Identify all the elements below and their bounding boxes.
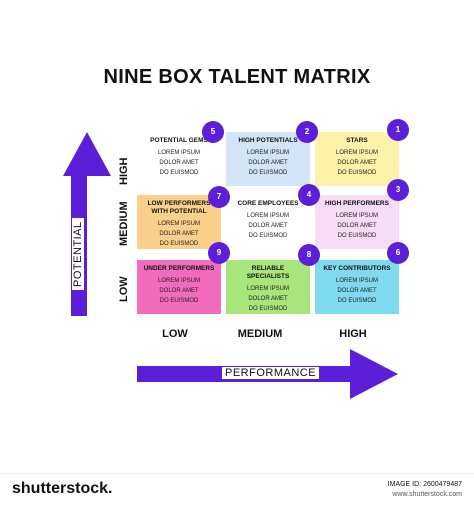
cell-line: DO EUISMOD bbox=[248, 170, 288, 176]
footer-bar: shutterstock. IMAGE ID: 2600479487 www.s… bbox=[0, 473, 474, 505]
cell-line: DO EUISMOD bbox=[337, 298, 377, 304]
cell-reliable-specialists: RELIABLE SPECIALISTS LOREM IPSUM DOLOR A… bbox=[226, 260, 310, 314]
arrow-right-icon bbox=[350, 349, 398, 399]
cell-line: LOREM IPSUM bbox=[246, 213, 289, 219]
cell-core-employees: CORE EMPLOYEES LOREM IPSUM DOLOR AMET DO… bbox=[226, 195, 310, 249]
cell-low-performers-with-potential: LOW PERFORMERS WITH POTENTIAL LOREM IPSU… bbox=[137, 195, 221, 249]
stock-url: www.shutterstock.com bbox=[392, 491, 462, 498]
cell-high-performers: HIGH PERFORMERS LOREM IPSUM DOLOR AMET D… bbox=[315, 195, 399, 249]
badge-6: 6 bbox=[387, 242, 409, 264]
badge-4: 4 bbox=[298, 184, 320, 206]
cell-line: DOLOR AMET bbox=[159, 288, 199, 294]
page-title: NINE BOX TALENT MATRIX bbox=[103, 66, 371, 88]
badge-9: 9 bbox=[208, 242, 230, 264]
cell-line: DOLOR AMET bbox=[337, 160, 377, 166]
cell-title: HIGH PERFORMERS bbox=[325, 200, 389, 207]
vertical-axis-label: POTENTIAL bbox=[72, 218, 84, 290]
col-label-high: HIGH bbox=[339, 328, 367, 340]
cell-line: LOREM IPSUM bbox=[335, 150, 378, 156]
cell-title: UNDER PERFORMERS bbox=[143, 265, 215, 272]
row-label-high: HIGH bbox=[118, 157, 130, 186]
cell-line: LOREM IPSUM bbox=[335, 278, 378, 284]
cell-line: DOLOR AMET bbox=[159, 160, 199, 166]
cell-title: KEY CONTRIBUTORS bbox=[323, 265, 391, 272]
badge-7: 7 bbox=[208, 186, 230, 208]
cell-line: DO EUISMOD bbox=[159, 298, 199, 304]
horizontal-axis-label: PERFORMANCE bbox=[222, 367, 320, 379]
cell-line: DOLOR AMET bbox=[248, 223, 288, 229]
cell-line: LOREM IPSUM bbox=[335, 213, 378, 219]
cell-line: DO EUISMOD bbox=[337, 233, 377, 239]
cell-line: DO EUISMOD bbox=[159, 170, 199, 176]
row-label-medium: MEDIUM bbox=[118, 201, 130, 246]
cell-line: LOREM IPSUM bbox=[246, 286, 289, 292]
badge-5: 5 bbox=[202, 121, 224, 143]
badge-1: 1 bbox=[387, 119, 409, 141]
image-id: IMAGE ID: 2600479487 bbox=[387, 481, 462, 488]
cell-line: LOREM IPSUM bbox=[157, 150, 200, 156]
cell-title: RELIABLE SPECIALISTS bbox=[246, 265, 290, 280]
arrow-up-icon bbox=[63, 132, 111, 176]
cell-title: HIGH POTENTIALS bbox=[238, 137, 298, 144]
cell-line: DOLOR AMET bbox=[159, 231, 199, 237]
brand-logo: shutterstock. bbox=[12, 480, 113, 497]
cell-title: CORE EMPLOYEES bbox=[237, 200, 299, 207]
badge-2: 2 bbox=[296, 121, 318, 143]
cell-line: DO EUISMOD bbox=[248, 233, 288, 239]
cell-line: LOREM IPSUM bbox=[246, 150, 289, 156]
cell-key-contributors: KEY CONTRIBUTORS LOREM IPSUM DOLOR AMET … bbox=[315, 260, 399, 314]
cell-high-potentials: HIGH POTENTIALS LOREM IPSUM DOLOR AMET D… bbox=[226, 132, 310, 186]
cell-line: DOLOR AMET bbox=[248, 160, 288, 166]
cell-line: DO EUISMOD bbox=[337, 170, 377, 176]
cell-line: DOLOR AMET bbox=[248, 296, 288, 302]
badge-3: 3 bbox=[387, 179, 409, 201]
col-label-low: LOW bbox=[162, 328, 188, 340]
cell-line: DO EUISMOD bbox=[159, 241, 199, 247]
cell-line: LOREM IPSUM bbox=[157, 221, 200, 227]
cell-under-performers: UNDER PERFORMERS LOREM IPSUM DOLOR AMET … bbox=[137, 260, 221, 314]
cell-stars: STARS LOREM IPSUM DOLOR AMET DO EUISMOD bbox=[315, 132, 399, 186]
col-label-medium: MEDIUM bbox=[237, 328, 283, 340]
cell-line: DOLOR AMET bbox=[337, 223, 377, 229]
cell-line: DOLOR AMET bbox=[337, 288, 377, 294]
row-label-low: LOW bbox=[118, 276, 130, 302]
cell-title: POTENTIAL GEMS bbox=[150, 137, 208, 144]
cell-title: STARS bbox=[346, 137, 368, 144]
cell-title: LOW PERFORMERS WITH POTENTIAL bbox=[147, 200, 211, 215]
cell-line: DO EUISMOD bbox=[248, 306, 288, 312]
cell-line: LOREM IPSUM bbox=[157, 278, 200, 284]
badge-8: 8 bbox=[298, 244, 320, 266]
